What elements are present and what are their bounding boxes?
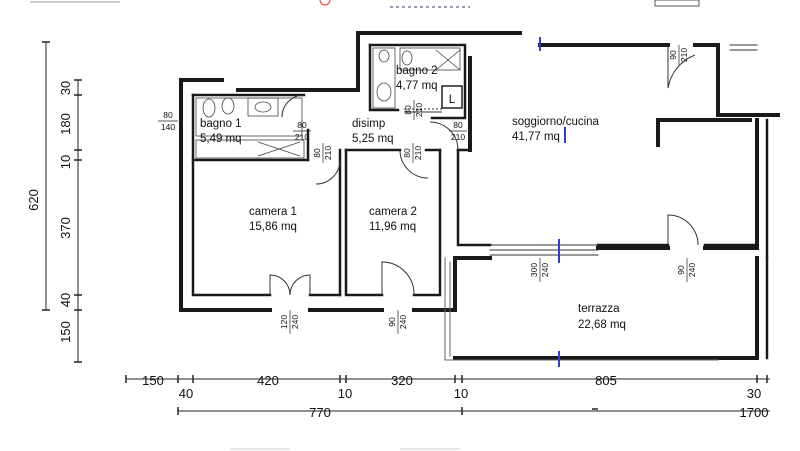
bottom-dimension-labels: 150 40 420 10 320 10 805 30 770 1700 xyxy=(142,373,768,420)
room-name-camera-1: camera 1 xyxy=(249,206,297,218)
dim-bottom-30: 30 xyxy=(747,386,761,401)
door-dim-bagno2-door: 80 210 xyxy=(403,100,424,120)
door-dim-w: 90 xyxy=(676,265,686,275)
door-dim-bagno1-window: 80 140 xyxy=(158,110,178,132)
door-dim-w: 80 xyxy=(402,148,412,158)
laundry-box: L xyxy=(404,85,463,113)
dim-bottom-40: 40 xyxy=(179,386,193,401)
door-dim-w: 90 xyxy=(387,317,397,327)
door-dim-h: 210 xyxy=(451,132,465,142)
door-dim-h: 210 xyxy=(413,146,423,160)
door-dim-w: 80 xyxy=(453,120,463,130)
door-dim-w: 80 xyxy=(403,105,413,115)
door-dim-h: 210 xyxy=(295,132,309,142)
dim-vertical-30: 30 xyxy=(58,81,73,95)
door-dim-w: 80 xyxy=(163,110,173,120)
room-area-camera-2: 11,96 mq xyxy=(369,221,416,233)
bottom-dimension-chain xyxy=(125,375,770,415)
dim-vertical-40: 40 xyxy=(58,293,73,307)
bathroom-fixtures xyxy=(195,47,461,159)
dim-bottom-10b: 10 xyxy=(454,386,468,401)
dim-bottom-total-1700: 1700 xyxy=(740,405,769,420)
top-clipped-strip xyxy=(30,0,700,8)
room-area-camera-1: 15,86 mq xyxy=(249,221,297,233)
door-dim-entrance: 90 210 xyxy=(668,45,689,65)
dim-vertical-370: 370 xyxy=(58,217,73,239)
door-dim-bagno1-door: 80 210 xyxy=(293,120,311,142)
room-area-bagno-2: 4,77 mq xyxy=(396,80,438,92)
dim-vertical-150: 150 xyxy=(58,321,73,343)
left-dimension-chain xyxy=(42,41,82,363)
door-dim-h: 210 xyxy=(323,146,333,160)
dim-bottom-320: 320 xyxy=(391,373,413,388)
door-dim-terrace-window: 300 240 xyxy=(529,258,550,282)
room-labels: bagno 1 5,49 mq bagno 2 4,77 mq disimp 5… xyxy=(200,65,626,331)
door-dim-h: 240 xyxy=(540,263,550,277)
room-name-camera-2: camera 2 xyxy=(369,206,417,218)
room-area-terrazza: 22,68 mq xyxy=(578,319,626,331)
left-dimension-labels: 30 180 10 370 40 150 620 xyxy=(26,81,73,343)
door-dim-w: 90 xyxy=(668,50,678,60)
dim-vertical-10: 10 xyxy=(58,155,73,169)
door-swings xyxy=(269,45,699,296)
door-dim-soggiorno-door: 80 210 xyxy=(449,120,467,142)
door-dim-h: 240 xyxy=(398,315,408,329)
door-dim-camera2-door: 80 210 xyxy=(402,143,423,163)
dim-bottom-150: 150 xyxy=(142,373,164,388)
dim-bottom-total-770: 770 xyxy=(309,405,331,420)
laundry-label: L xyxy=(449,94,456,106)
door-dim-camera1-window: 120 240 xyxy=(279,310,300,334)
room-name-terrazza: terrazza xyxy=(578,303,620,315)
room-name-soggiorno: soggiorno/cucina xyxy=(512,116,600,128)
door-dim-w: 80 xyxy=(297,120,307,130)
room-name-disimp: disimp xyxy=(352,118,385,130)
door-dim-h: 140 xyxy=(161,122,175,132)
room-area-disimp: 5,25 mq xyxy=(352,133,394,145)
door-dim-camera1-door: 80 210 xyxy=(312,143,333,163)
door-dim-camera2-window: 90 240 xyxy=(387,310,408,334)
walls xyxy=(179,31,780,367)
door-dimensions: 80 140 80 210 80 210 80 210 80 210 80 xyxy=(158,45,697,334)
door-dim-w: 80 xyxy=(312,148,322,158)
dim-vertical-total: 620 xyxy=(26,189,41,211)
door-dim-w: 120 xyxy=(279,315,289,329)
door-dim-terrace-door: 90 240 xyxy=(676,258,697,282)
door-dim-h: 240 xyxy=(687,263,697,277)
room-name-bagno-1: bagno 1 xyxy=(200,118,242,130)
dim-bottom-420: 420 xyxy=(257,373,279,388)
dim-bottom-10a: 10 xyxy=(338,386,352,401)
room-name-bagno-2: bagno 2 xyxy=(396,65,438,77)
room-area-bagno-1: 5,49 mq xyxy=(200,133,242,145)
dim-vertical-180: 180 xyxy=(58,113,73,135)
door-dim-h: 210 xyxy=(679,48,689,62)
dim-bottom-805: 805 xyxy=(595,373,617,388)
door-dim-h: 240 xyxy=(290,315,300,329)
room-area-soggiorno: 41,77 mq xyxy=(512,131,560,143)
door-dim-w: 300 xyxy=(529,263,539,277)
door-dim-h: 210 xyxy=(414,103,424,117)
